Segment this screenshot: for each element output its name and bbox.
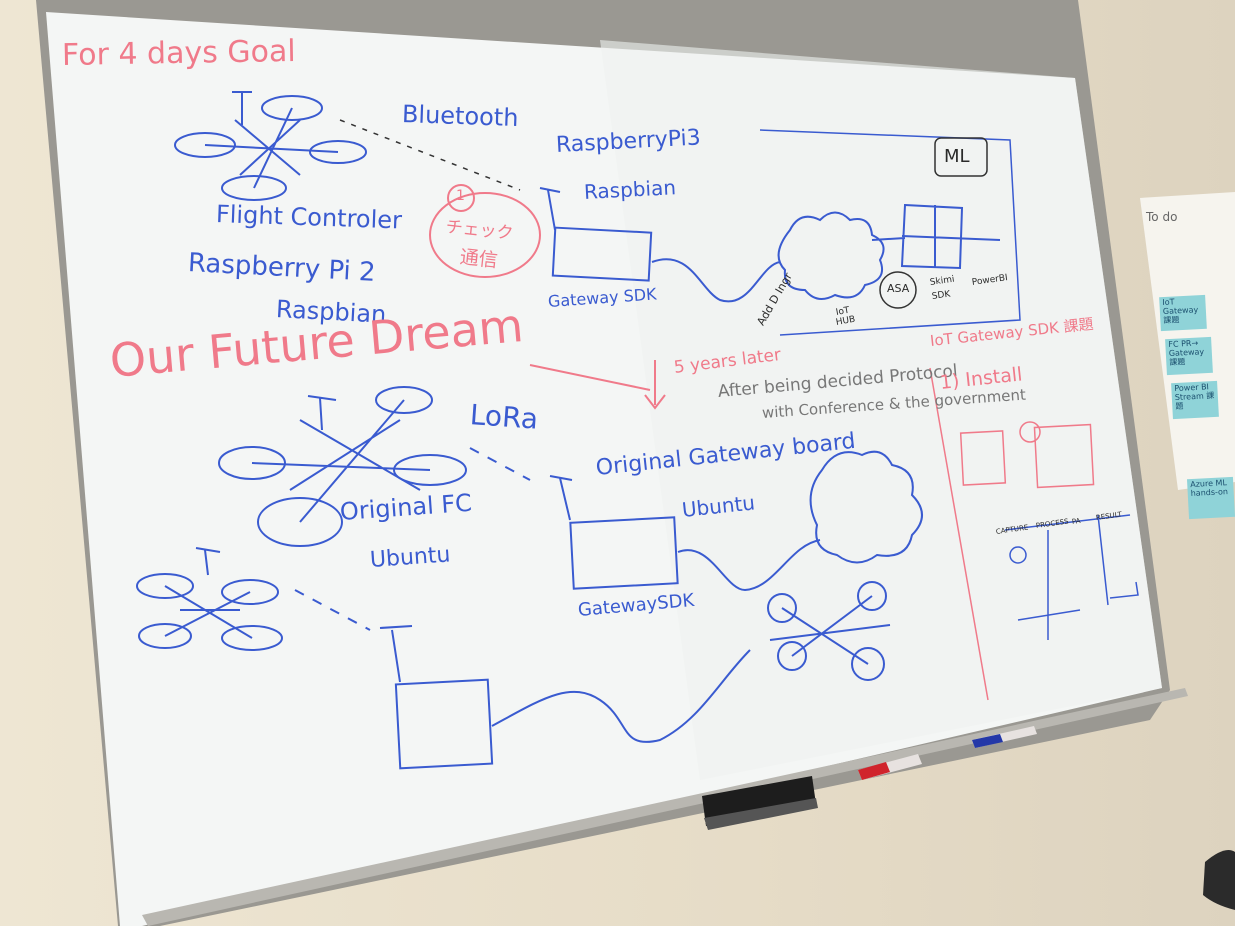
sticky-note-3[interactable]: Power BI Stream 課題 xyxy=(1171,380,1219,420)
right-panel-table xyxy=(1004,514,1139,640)
gateway-sketch-bottom xyxy=(379,625,751,770)
cloud-sketch xyxy=(777,203,1001,300)
circle-number: 1 xyxy=(456,188,465,204)
asa-circle xyxy=(879,271,917,309)
sticky-note-4[interactable]: Azure ML hands-on xyxy=(1186,476,1235,520)
eraser-icon[interactable] xyxy=(702,776,818,830)
bluetooth-label: Bluetooth xyxy=(401,100,519,133)
ml-box xyxy=(759,129,1021,336)
chair-edge xyxy=(1203,849,1235,910)
gateway-label-raspbian: Raspbian xyxy=(583,175,677,204)
table-header-pa: PA xyxy=(1071,516,1082,526)
drone-sketch-top xyxy=(174,91,367,201)
gateway-sketch-middle xyxy=(549,450,923,592)
gateway-sketch-top xyxy=(539,187,781,303)
asa-label: ASA xyxy=(887,282,910,295)
dashed-link-bottom xyxy=(294,589,371,631)
drone-swarm-sketch xyxy=(767,581,891,681)
blue-marker-icon[interactable] xyxy=(972,726,1037,748)
drone-sketch-middle xyxy=(218,386,467,547)
marker-tray xyxy=(142,688,1188,926)
check-note-circle xyxy=(429,192,541,278)
circle-note-comm: 通信 xyxy=(458,246,499,272)
board-title: For 4 days Goal xyxy=(61,33,296,73)
future-arrow xyxy=(529,360,666,410)
drone-sketch-bottom xyxy=(136,547,283,651)
ml-label: ML xyxy=(944,146,970,167)
bluetooth-link xyxy=(339,119,521,191)
board-shade xyxy=(600,40,1162,780)
lora-label: LoRa xyxy=(468,398,540,436)
number-one-circle xyxy=(447,184,475,212)
sticky-note-2[interactable]: FC PR→ Gateway課題 xyxy=(1165,336,1213,376)
red-marker-icon[interactable] xyxy=(858,754,922,780)
sticky-note-1[interactable]: IoT Gateway 課題 xyxy=(1159,294,1207,332)
todo-header: To do xyxy=(1146,210,1178,224)
right-panel-lines xyxy=(929,367,1095,701)
